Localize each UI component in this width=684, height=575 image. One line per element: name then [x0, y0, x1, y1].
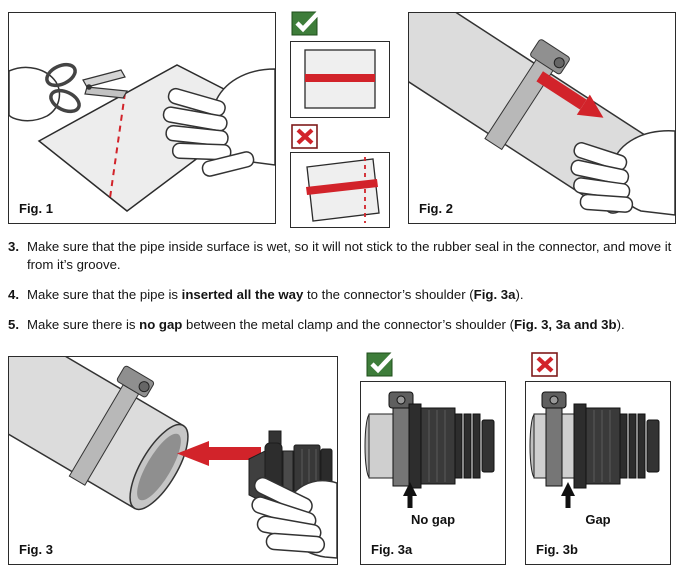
cross-icon: [531, 349, 563, 377]
instruction-item-5: 5. Make sure there is no gap between the…: [8, 316, 678, 334]
figure-3b-label: Fig. 3b: [536, 542, 578, 557]
insertion-arrow: [177, 441, 261, 466]
pipe-clamp-illustration: [409, 13, 675, 216]
cut-mark: [305, 74, 375, 82]
check-icon: [291, 8, 323, 36]
figure-3-label: Fig. 3: [19, 542, 53, 557]
item-text: Make sure there is no gap between the me…: [27, 317, 625, 332]
figure-3b-panel: Gap Fig. 3b: [525, 381, 671, 565]
figure-2-label: Fig. 2: [419, 201, 453, 216]
connector: [573, 403, 660, 489]
figure-3a-label: Fig. 3a: [371, 542, 413, 557]
incorrect-cut-panel: [290, 152, 390, 228]
angled-cut-illustration: [306, 157, 380, 223]
figure-3-panel: Fig. 3: [8, 356, 338, 565]
correct-cut-panel: [290, 41, 390, 118]
figure-3a-panel: No gap Fig. 3a: [360, 381, 506, 565]
gap-annotation: Gap: [585, 512, 611, 527]
instruction-list: 3. Make sure that the pipe inside surfac…: [8, 238, 678, 346]
metal-clamp: [541, 391, 567, 487]
metal-clamp: [68, 365, 155, 486]
no-gap-illustration: [364, 391, 495, 508]
cross-icon: [291, 121, 323, 149]
instruction-item-3: 3. Make sure that the pipe inside surfac…: [8, 238, 678, 274]
hand: [251, 476, 337, 559]
figure-2-panel: Fig. 2: [408, 12, 676, 224]
item-number: 3.: [8, 239, 19, 254]
cutting-pipe-illustration: [9, 62, 275, 212]
instruction-item-4: 4. Make sure that the pipe is inserted a…: [8, 286, 678, 304]
pointer-arrow: [561, 482, 575, 508]
right-hand: [162, 68, 275, 177]
item-number: 5.: [8, 317, 19, 332]
connector: [408, 403, 495, 489]
direction-arrow: [536, 71, 604, 118]
hand: [570, 130, 675, 216]
connector-insertion-illustration: [9, 357, 337, 559]
figure-1-panel: Fig. 1: [8, 12, 276, 224]
scissors-icon: [45, 62, 128, 114]
gap-illustration: [529, 391, 660, 508]
no-gap-annotation: No gap: [410, 512, 456, 527]
item-text: Make sure that the pipe is inserted all …: [27, 287, 524, 302]
item-number: 4.: [8, 287, 19, 302]
check-icon: [366, 349, 398, 377]
pointer-arrow: [403, 482, 417, 508]
cut-mark: [306, 179, 378, 195]
cut-guide-line: [109, 92, 126, 199]
straight-cut-illustration: [304, 49, 376, 109]
item-text: Make sure that the pipe inside surface i…: [27, 239, 672, 272]
figure-1-label: Fig. 1: [19, 201, 53, 216]
